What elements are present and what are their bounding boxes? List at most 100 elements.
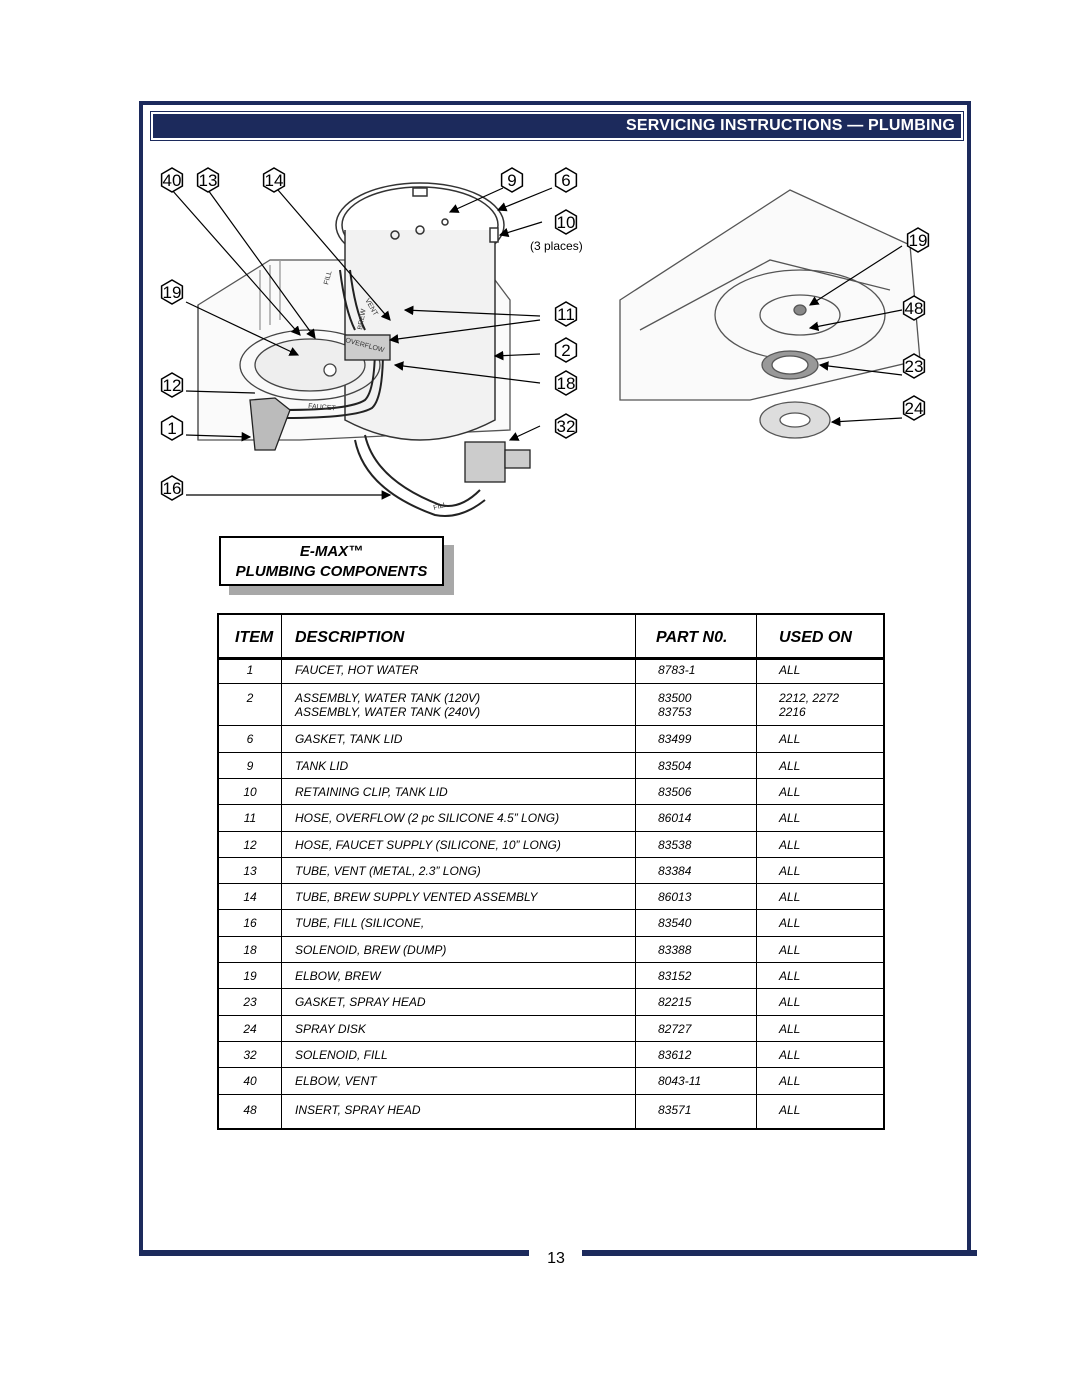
cell-used-on: ALL bbox=[779, 663, 801, 677]
footer-rule-left bbox=[139, 1250, 529, 1256]
cell-description: HOSE, OVERFLOW (2 pc SILICONE 4.5” LONG) bbox=[295, 811, 560, 826]
hose-label-brew: BREW bbox=[357, 308, 368, 330]
cell-item: 23 bbox=[243, 995, 257, 1010]
header-description: DESCRIPTION bbox=[295, 629, 405, 646]
cell-used-on: ALL bbox=[779, 942, 801, 957]
cell-used-on: ALL bbox=[779, 732, 801, 747]
cell-part-no: 83388 bbox=[658, 942, 692, 957]
cell-description: GASKET, SPRAY HEAD bbox=[295, 995, 426, 1010]
cell-description: ELBOW, BREW bbox=[295, 969, 381, 983]
cell-description: INSERT, SPRAY HEAD bbox=[295, 1102, 421, 1117]
callout-hex bbox=[554, 370, 578, 396]
callout-hex bbox=[902, 395, 926, 421]
cell-description: FAUCET, HOT WATER bbox=[295, 663, 419, 677]
table-row: 2 ASSEMBLY, WATER TANK (120V)ASSEMBLY, WA… bbox=[219, 683, 883, 726]
callout-number: 2 bbox=[561, 341, 570, 360]
cell-part-no: 86013 bbox=[658, 890, 692, 905]
callout-hex bbox=[554, 301, 578, 327]
callout-number: 16 bbox=[163, 479, 182, 498]
note-3-places: (3 places) bbox=[530, 239, 583, 253]
cell-part-no: 82727 bbox=[658, 1021, 692, 1036]
hoses bbox=[284, 269, 486, 517]
cell-used-on: ALL bbox=[779, 758, 801, 773]
callout-number: 19 bbox=[909, 231, 928, 250]
cell-part-no: 83506 bbox=[658, 784, 692, 799]
cell-used-on: ALL bbox=[779, 890, 801, 905]
leader-lines bbox=[171, 187, 903, 500]
cell-description: SOLENOID, FILL bbox=[295, 1047, 388, 1062]
cell-part-no: 83538 bbox=[658, 837, 692, 852]
callout-hex bbox=[554, 413, 578, 439]
cell-item: 2 bbox=[246, 691, 254, 706]
callout-hex bbox=[500, 167, 524, 193]
callout-hex bbox=[160, 415, 184, 441]
hose-label-faucet: FAUCET bbox=[308, 403, 337, 412]
callout-hex bbox=[196, 167, 220, 193]
cell-item: 24 bbox=[243, 1021, 257, 1036]
plumbing-diagram: FILL VENT BREW OVERFLOW FAUCET FILL (3 p… bbox=[160, 167, 930, 517]
header-item: ITEM bbox=[235, 629, 274, 646]
cell-description: ELBOW, VENT bbox=[295, 1074, 377, 1089]
cell-item: 13 bbox=[243, 863, 257, 878]
cell-description: TANK LID bbox=[295, 758, 349, 773]
section-box: E-MAX™ PLUMBING COMPONENTS bbox=[219, 536, 444, 586]
cell-part-no: 86014 bbox=[658, 811, 692, 826]
cell-part-no: 83152 bbox=[658, 969, 692, 983]
cell-part-no: 83540 bbox=[658, 916, 692, 931]
cell-item: 18 bbox=[243, 942, 257, 957]
cell-part-no: 83499 bbox=[658, 732, 692, 747]
cell-item: 14 bbox=[243, 890, 257, 905]
cell-used-on: ALL bbox=[779, 784, 801, 799]
callout-hex bbox=[160, 372, 184, 398]
cell-used-on: ALL bbox=[779, 1021, 801, 1036]
callout-number: 10 bbox=[557, 213, 576, 232]
cell-part-no: 83384 bbox=[658, 863, 692, 878]
callout-hex bbox=[160, 279, 184, 305]
spray-head-assembly bbox=[619, 189, 921, 439]
cell-used-on: ALL bbox=[779, 995, 801, 1010]
hose-label-fill-bottom: FILL bbox=[433, 502, 448, 512]
callout-hex bbox=[160, 167, 184, 193]
callout-number: 40 bbox=[163, 171, 182, 190]
header-part-no: PART N0. bbox=[656, 629, 728, 646]
callout-number: 32 bbox=[557, 417, 576, 436]
cell-item: 12 bbox=[243, 837, 257, 852]
page-frame bbox=[139, 101, 971, 1251]
callout-number: 23 bbox=[905, 357, 924, 376]
cell-item: 6 bbox=[246, 732, 254, 747]
section-box-line2: PLUMBING COMPONENTS bbox=[235, 563, 428, 580]
callout-number: 12 bbox=[163, 376, 182, 395]
cell-part-no: 8043-11 bbox=[658, 1074, 702, 1089]
hose-label-fill-top: FILL bbox=[323, 270, 333, 285]
cell-used-on: ALL bbox=[779, 1047, 801, 1062]
callout-hex bbox=[554, 209, 578, 235]
cell-item: 19 bbox=[243, 969, 257, 983]
cell-description: TUBE, FILL (SILICONE, bbox=[295, 916, 425, 931]
cell-used-on: ALL bbox=[779, 1102, 801, 1117]
cell-part-no: 83504 bbox=[658, 758, 692, 773]
callout-number: 6 bbox=[561, 171, 570, 190]
header-title: SERVICING INSTRUCTIONS — PLUMBING bbox=[626, 117, 955, 134]
cell-description: ASSEMBLY, WATER TANK (120V)ASSEMBLY, WAT… bbox=[295, 691, 481, 720]
callout-hex bbox=[554, 167, 578, 193]
column-divider bbox=[281, 615, 282, 1128]
callout-hex bbox=[554, 337, 578, 363]
column-divider bbox=[635, 615, 636, 1128]
cell-item: 40 bbox=[243, 1074, 257, 1089]
page-number: 13 bbox=[547, 1250, 565, 1267]
brew-bowl bbox=[239, 329, 381, 401]
callout-hex bbox=[262, 167, 286, 193]
